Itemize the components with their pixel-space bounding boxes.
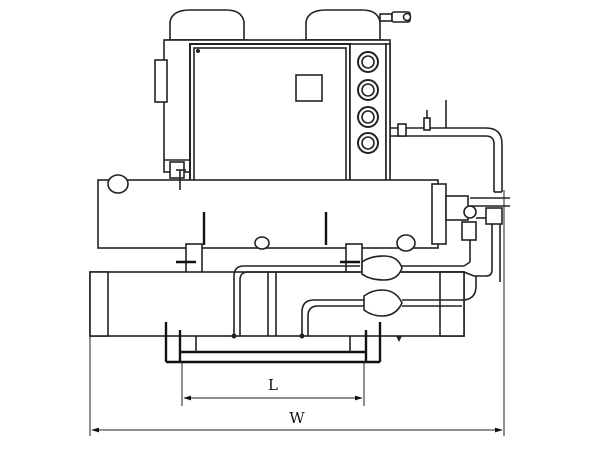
valve-assembly xyxy=(445,195,503,282)
compressor-right xyxy=(302,9,412,41)
gauge-icon xyxy=(357,51,379,73)
sight-glass-icon xyxy=(363,289,403,317)
suction-line xyxy=(299,276,477,342)
compressor-left xyxy=(166,9,248,41)
liquid-line xyxy=(231,255,475,339)
display-window xyxy=(295,74,323,102)
dimension-length: L xyxy=(183,376,363,401)
gauge-icon xyxy=(357,132,379,154)
lower-shell xyxy=(89,271,465,337)
base-frame xyxy=(164,322,382,364)
gauge-icon xyxy=(357,106,379,128)
upper-shell xyxy=(97,169,447,252)
gauge-icon xyxy=(357,79,379,101)
pressure-gauges xyxy=(357,51,379,154)
discharge-piping xyxy=(390,100,510,207)
dimension-label-length: L xyxy=(268,376,278,394)
extension-lines xyxy=(89,190,505,436)
dimension-width: W xyxy=(91,409,503,433)
filter-drier-icon xyxy=(361,255,403,281)
dimension-label-width: W xyxy=(289,409,305,427)
